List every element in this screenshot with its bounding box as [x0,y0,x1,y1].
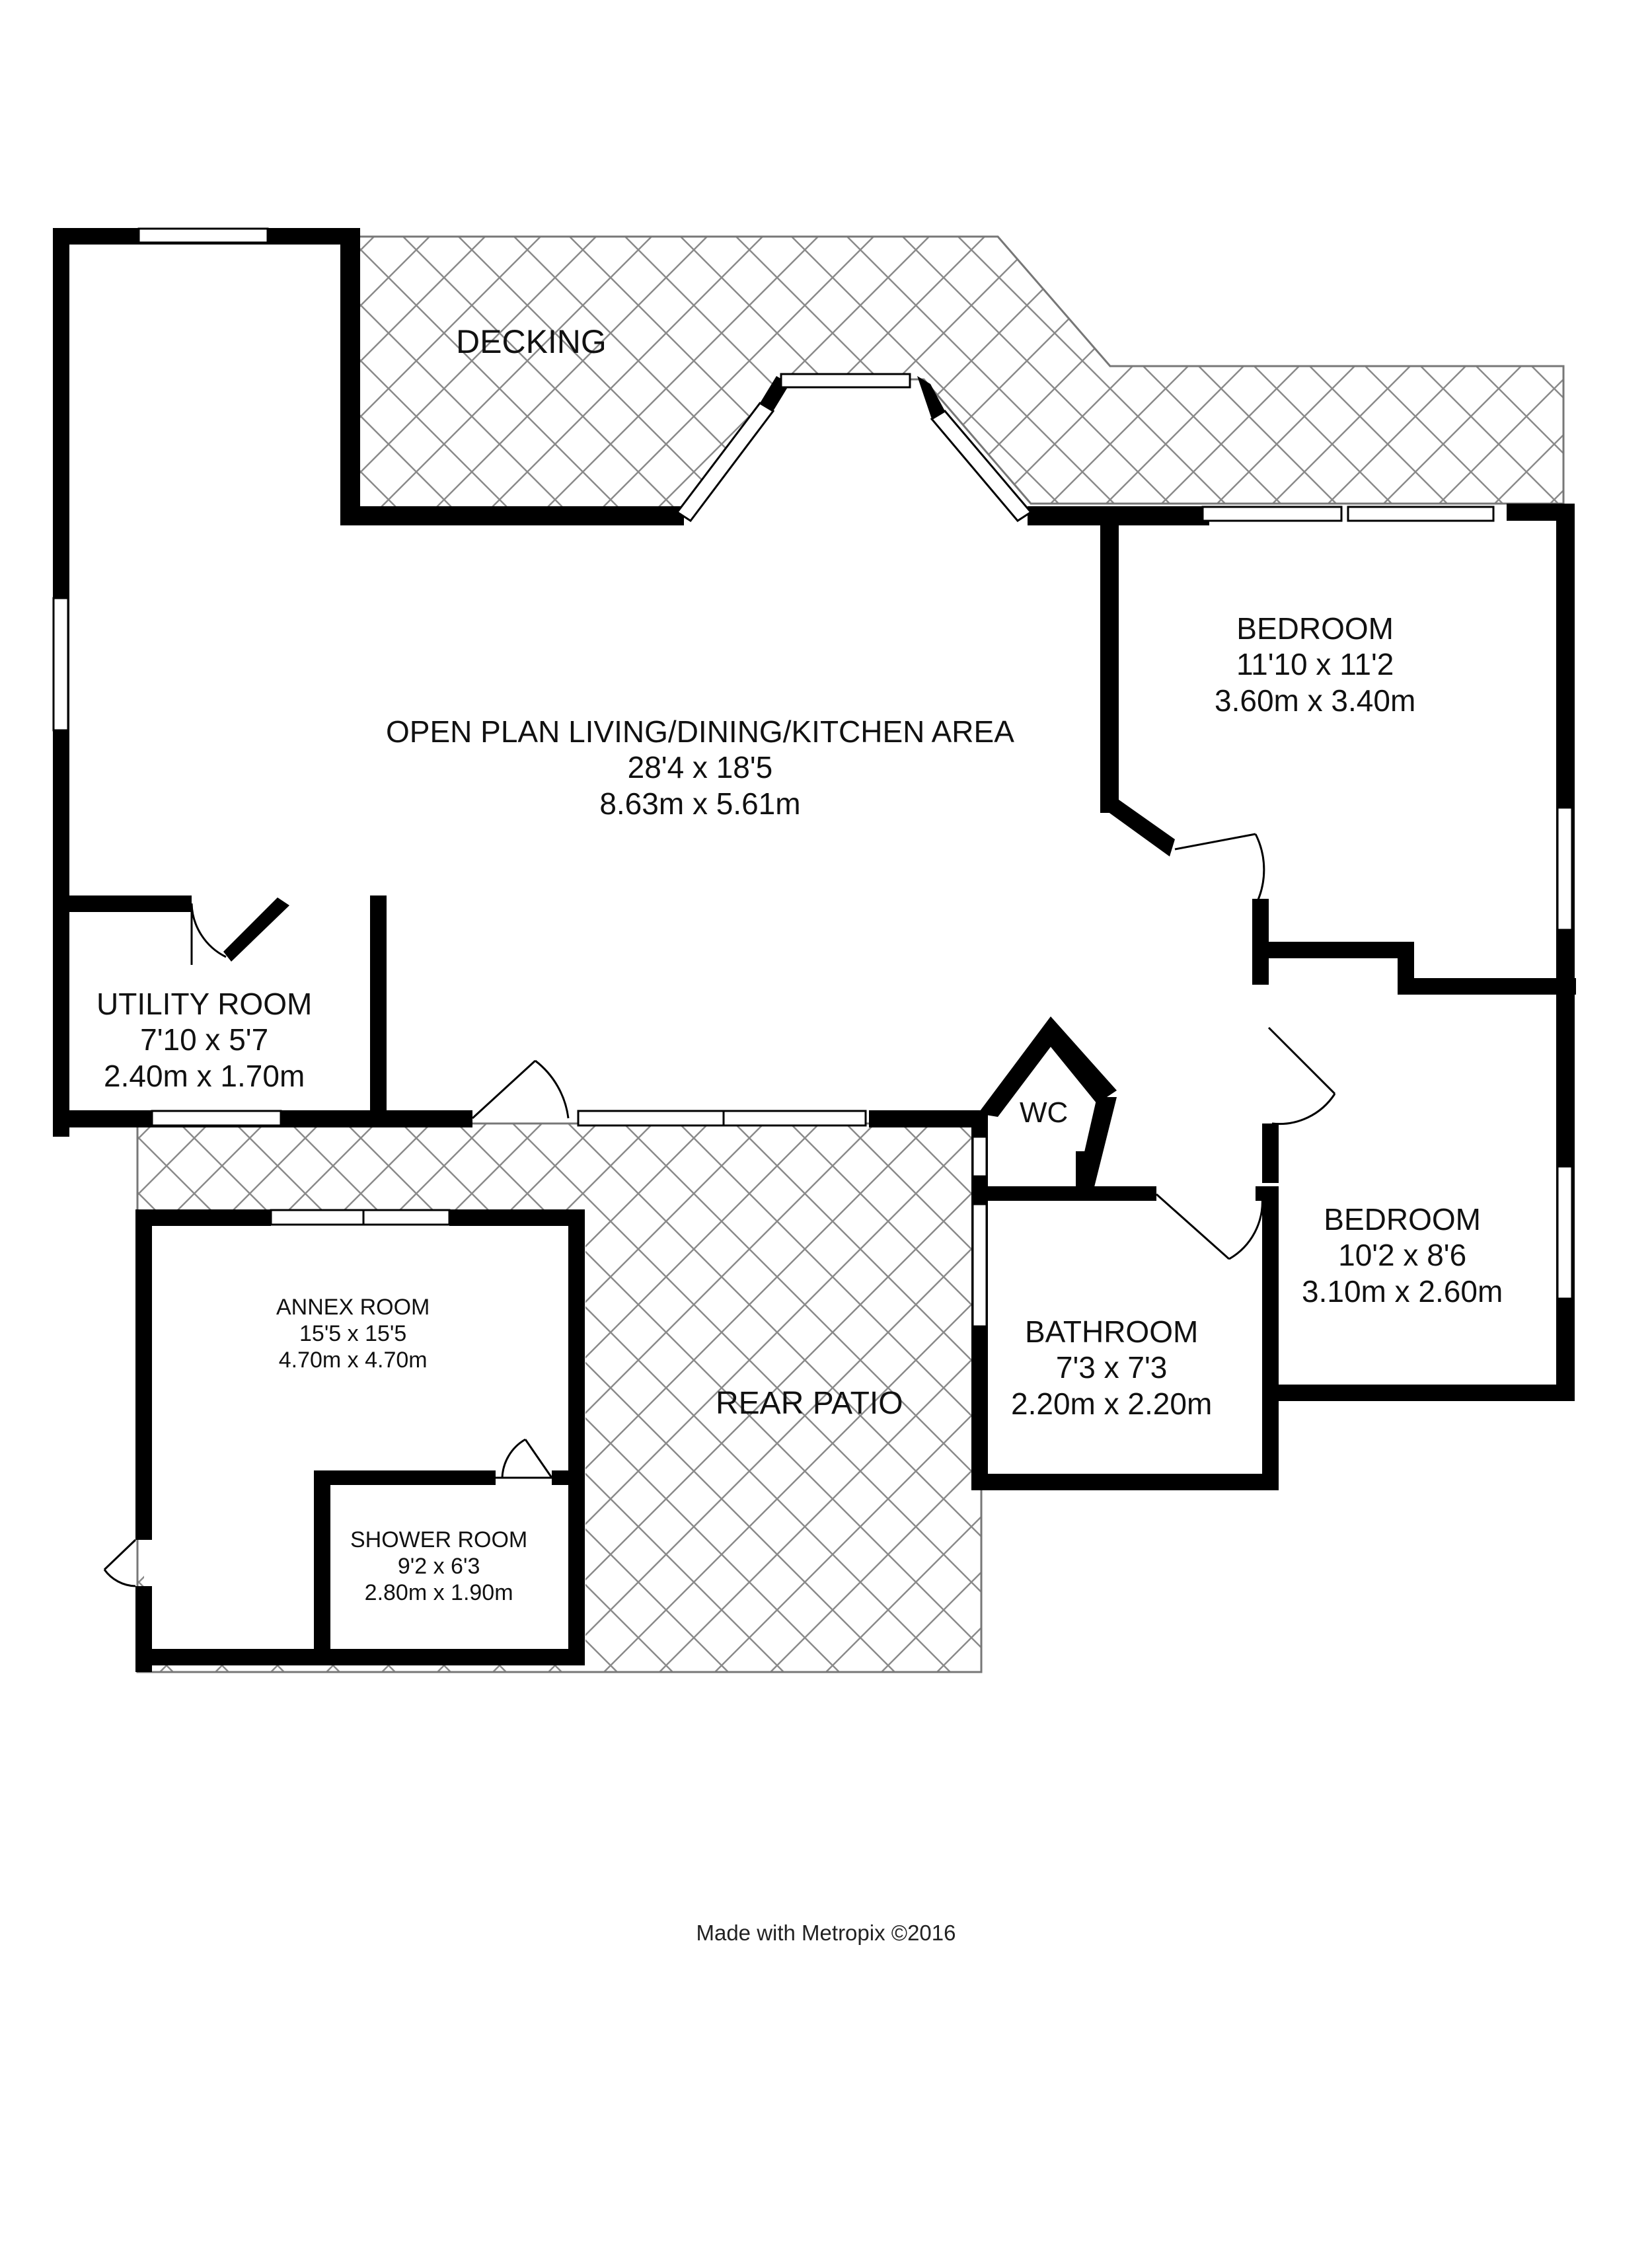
bathroom-label: BATHROOM 7'3 x 7'3 2.20m x 2.20m [1011,1314,1213,1421]
footer-credit: Made with Metropix ©2016 [696,1921,956,1945]
bedroom-1-label: BEDROOM 11'10 x 11'2 3.60m x 3.40m [1215,611,1416,718]
wc-label: WC [1020,1096,1069,1129]
doors [103,833,1336,1587]
rear-patio-label: REAR PATIO [716,1386,903,1421]
windows [52,227,1573,1328]
annex-room-floor [144,1216,585,1659]
decking-area [353,235,1565,515]
open-plan-label: OPEN PLAN LIVING/DINING/KITCHEN AREA 28'… [386,714,1014,821]
bedroom-2-label: BEDROOM 10'2 x 8'6 3.10m x 2.60m [1302,1202,1503,1309]
annex-room-label: ANNEX ROOM 15'5 x 15'5 4.70m x 4.70m [276,1295,430,1373]
utility-room-label: UTILITY ROOM 7'10 x 5'7 2.40m x 1.70m [96,987,313,1093]
walls [53,228,1576,1672]
decking-label: DECKING [456,323,607,360]
shower-room-label: SHOWER ROOM 9'2 x 6'3 2.80m x 1.90m [350,1527,528,1606]
